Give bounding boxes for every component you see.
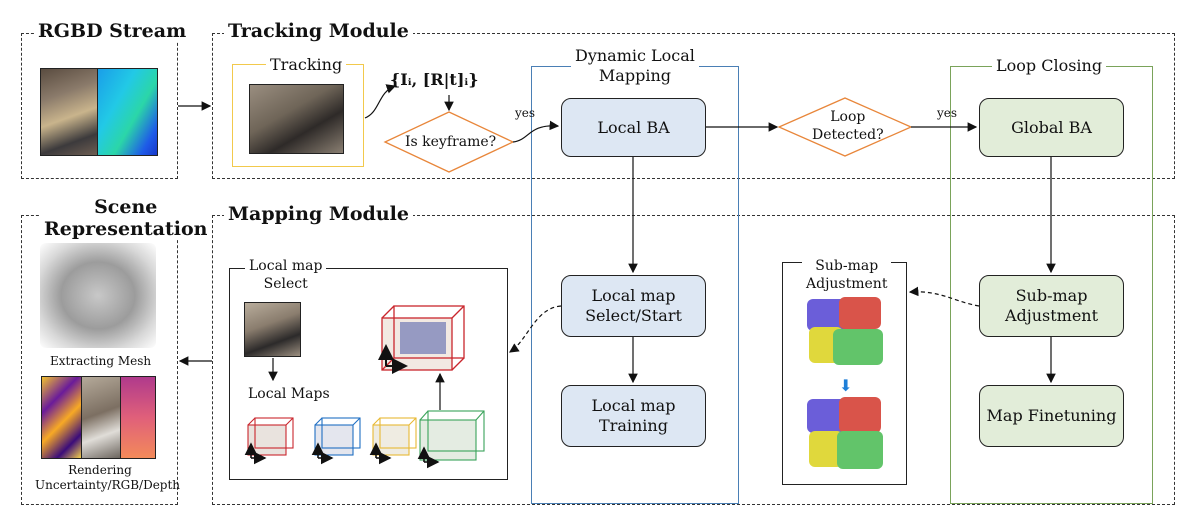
rendering-line1: Rendering bbox=[68, 463, 132, 477]
tracking-module-title: Tracking Module bbox=[224, 20, 413, 42]
loop-yes-label: yes bbox=[937, 106, 958, 120]
rgbd-depth-image bbox=[97, 68, 158, 156]
tracking-module-box bbox=[212, 33, 1175, 179]
local-map-select-panel bbox=[229, 268, 508, 480]
extracting-mesh-label: Extracting Mesh bbox=[50, 354, 152, 368]
local-map-cube-blue bbox=[314, 417, 361, 456]
select-start-line2: Select/Start bbox=[585, 306, 682, 325]
submap-panel-title-line1: Sub-map bbox=[815, 258, 879, 274]
submap-node-to-panel-dashed-arrow bbox=[908, 286, 980, 307]
submap-node-line1: Sub-map bbox=[1015, 286, 1088, 305]
local-map-select-panel-title: Local map Select bbox=[245, 257, 327, 293]
submap-after-image bbox=[805, 395, 887, 473]
training-line1: Local map bbox=[591, 396, 676, 415]
local-map-cube-red bbox=[247, 417, 294, 456]
training-line2: Training bbox=[599, 416, 668, 435]
local-map-select-image bbox=[244, 302, 301, 357]
local-map-cube-yellow bbox=[372, 417, 417, 456]
loop-detected-diamond bbox=[777, 97, 913, 157]
submap-adjustment-node: Sub-map Adjustment bbox=[979, 275, 1124, 337]
map-finetuning-node: Map Finetuning bbox=[979, 385, 1124, 447]
local-map-cube-green bbox=[419, 410, 485, 461]
loop-detected-label: Loop Detected? bbox=[812, 108, 884, 144]
local-map-training-node: Local map Training bbox=[561, 385, 706, 447]
rendering-label: Rendering Uncertainty/RGB/Depth bbox=[35, 463, 181, 493]
keyframe-to-local-ba-arrow bbox=[512, 120, 560, 143]
dynamic-local-mapping-title: Dynamic Local Mapping bbox=[571, 46, 699, 86]
scene-title-line1: Scene bbox=[94, 196, 158, 218]
is-keyframe-label: Is keyframe? bbox=[405, 134, 497, 150]
mapping-module-title: Mapping Module bbox=[224, 203, 413, 225]
select-start-line1: Local map bbox=[591, 286, 676, 305]
scene-title-line2: Representation bbox=[44, 218, 208, 240]
loop-label-line1: Loop bbox=[830, 109, 866, 125]
rendering-depth-image bbox=[120, 376, 156, 459]
local-maps-label: Local Maps bbox=[248, 386, 330, 402]
loop-label-line2: Detected? bbox=[812, 127, 884, 143]
extracting-mesh-image bbox=[40, 243, 156, 348]
scene-representation-title: Scene Representation bbox=[40, 196, 212, 240]
submap-down-arrow: ⬇ bbox=[839, 376, 853, 395]
loop-closing-title: Loop Closing bbox=[992, 56, 1107, 75]
panel-title-line2: Select bbox=[263, 276, 308, 292]
tracking-image bbox=[249, 84, 344, 154]
rgbd-stream-title: RGBD Stream bbox=[34, 20, 191, 42]
global-ba-node: Global BA bbox=[979, 98, 1124, 157]
select-to-panel-dashed-arrow bbox=[509, 305, 562, 353]
rendering-line2: Uncertainty/RGB/Depth bbox=[35, 478, 181, 492]
submap-panel-title-line2: Adjustment bbox=[806, 276, 888, 292]
submap-before-image bbox=[805, 293, 887, 371]
submap-panel-title: Sub-map Adjustment bbox=[802, 257, 892, 293]
mapping-module-box bbox=[212, 215, 1175, 505]
dynamic-title-line1: Dynamic Local bbox=[575, 46, 695, 65]
is-keyframe-diamond bbox=[383, 111, 515, 173]
tracking-to-formula-arrow bbox=[364, 84, 397, 119]
submap-node-line2: Adjustment bbox=[1004, 306, 1099, 325]
dynamic-title-line2: Mapping bbox=[598, 66, 671, 85]
pose-formula: {Iᵢ, [R|t]ᵢ} bbox=[390, 70, 479, 89]
local-map-select-start-node: Local map Select/Start bbox=[561, 275, 706, 337]
panel-title-line1: Local map bbox=[249, 258, 323, 274]
keyframe-yes-label: yes bbox=[515, 106, 536, 120]
rendering-rgb-image bbox=[81, 376, 121, 459]
tracking-title: Tracking bbox=[266, 55, 347, 74]
local-ba-node: Local BA bbox=[561, 98, 706, 157]
